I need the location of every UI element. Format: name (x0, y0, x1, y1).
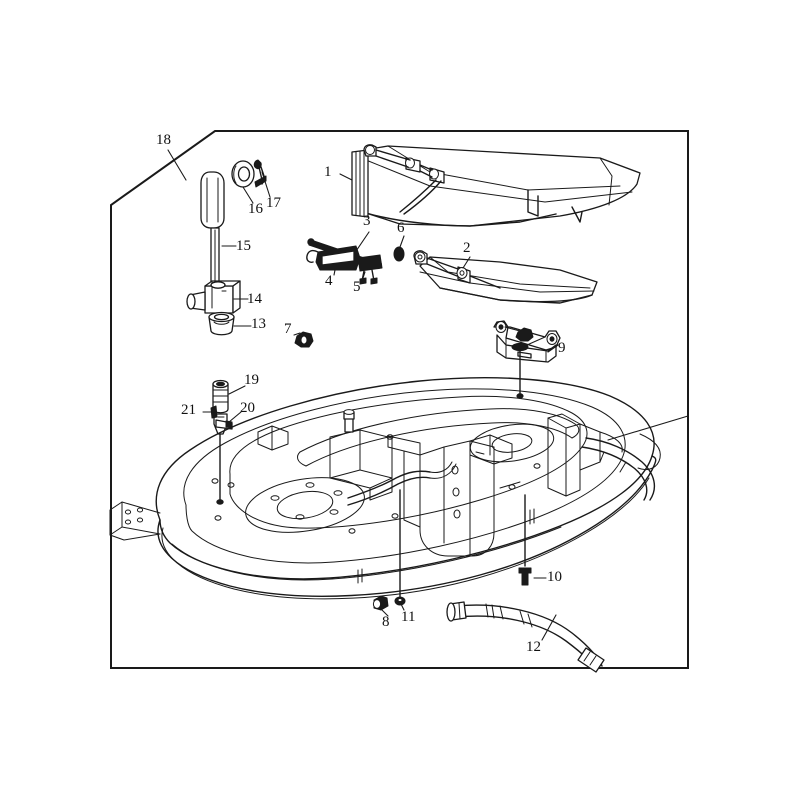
part-14-valve-body (186, 280, 241, 314)
callout-20-linkage: 20 (240, 400, 255, 416)
callout-14-valve-body: 14 (247, 291, 262, 307)
leader-4 (333, 264, 337, 276)
leader-deck-right (607, 415, 689, 441)
leader-1 (339, 173, 353, 181)
part-10-shoulder-screw (518, 494, 532, 586)
callout-10-screw: 10 (547, 569, 562, 585)
part-16-washer (231, 160, 255, 188)
callout-19-spring: 19 (244, 372, 259, 388)
callout-3-rod: 3 (363, 213, 371, 229)
callout-13-grommet: 13 (251, 316, 266, 332)
leader-2 (462, 256, 471, 269)
leader-12 (541, 614, 557, 641)
callout-2-deflector-shield: 2 (463, 240, 471, 256)
part-2-deflector-shield (413, 250, 598, 304)
part-17-cotter-pin (253, 159, 267, 188)
part-6-flange-nut-upper (393, 246, 405, 262)
diagram-frame (110, 130, 689, 669)
leaders-7-6-9-bracket (504, 326, 559, 353)
callout-17-cotter-pin: 17 (266, 195, 281, 211)
part-15-wire-rod-handle (200, 171, 225, 297)
part-13-grommet (208, 311, 235, 336)
part-8-hex-bolt (372, 595, 389, 611)
part-9-mounting-bracket (493, 320, 561, 399)
leader-18 (167, 149, 187, 181)
part-7-locknut-loose (294, 331, 314, 348)
part-21-roll-pin (210, 405, 218, 419)
leader-6-upper (399, 235, 405, 248)
callout-1-discharge-deflector: 1 (324, 164, 332, 180)
part-20-linkage-fitting (213, 413, 233, 505)
leader-19 (228, 385, 246, 395)
leader-11 (400, 603, 405, 611)
part-11-washer (394, 489, 406, 606)
part-18-mower-deck-assembly (109, 376, 661, 600)
callout-12-hose: 12 (526, 639, 541, 655)
part-12-curved-hose (446, 601, 605, 673)
leader-8 (380, 608, 389, 617)
callout-6-nut: 6 (397, 220, 405, 236)
leaders-13-14 (233, 298, 252, 327)
callout-18-mower-deck-assembly: 18 (156, 132, 171, 148)
part-5-spring-clip (357, 254, 383, 285)
part-1-discharge-deflector (351, 144, 641, 227)
leader-5 (361, 271, 366, 282)
callout-15-rod-handle: 15 (236, 238, 251, 254)
part-4-hinge-bracket (306, 245, 361, 271)
callout-11-washer: 11 (401, 609, 416, 625)
leaders-15-16-17 (221, 171, 271, 247)
callout-21-pin: 21 (181, 402, 196, 418)
callout-8-bolt: 8 (382, 614, 390, 630)
callout-7-locknut: 7 (284, 321, 292, 337)
callout-5-spring-clip: 5 (353, 279, 361, 295)
callout-16-washer: 16 (248, 201, 263, 217)
callout-9-bracket: 9 (558, 340, 566, 356)
callout-4-hinge-bracket: 4 (325, 273, 333, 289)
leader-7-loose (293, 332, 301, 336)
leader-20 (228, 411, 242, 423)
